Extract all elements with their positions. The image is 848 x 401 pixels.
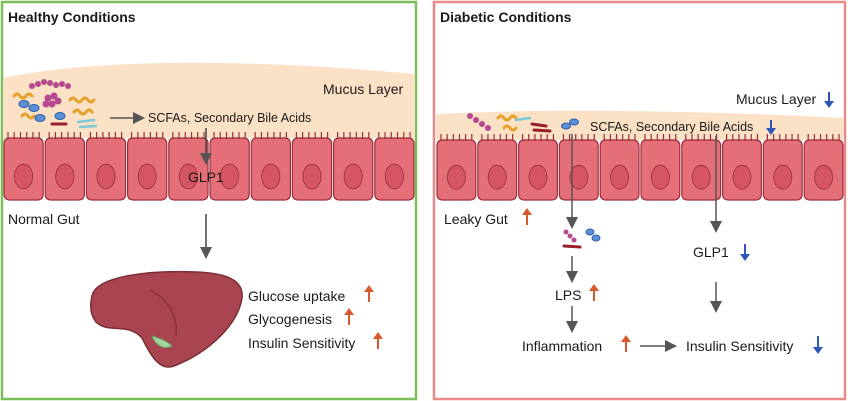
cell-nucleus (487, 164, 507, 190)
diabetic-metabolites-label: SCFAs, Secondary Bile Acids (590, 120, 753, 134)
microvilli (48, 132, 82, 139)
microvilli (213, 132, 246, 139)
up-arrow-icon (344, 308, 354, 325)
microvilli (644, 134, 677, 141)
lps-label: LPS (555, 287, 581, 303)
liver-illustration (90, 270, 243, 368)
healthy-metabolites-label: SCFAs, Secondary Bile Acids (148, 111, 311, 125)
diabetic-mucus-layer (436, 110, 844, 140)
cell-nucleus (14, 163, 34, 190)
cell-nucleus (651, 164, 670, 190)
cell-nucleus (447, 164, 466, 190)
microvilli (766, 134, 799, 141)
cell-nucleus (528, 164, 548, 190)
cell-nucleus (302, 163, 322, 190)
down-arrow-icon (813, 336, 823, 354)
healthy-epithelium (3, 132, 415, 201)
diabetic-microbiota (467, 113, 579, 133)
microvilli (172, 132, 205, 139)
up-arrow-icon (364, 285, 374, 302)
cell-nucleus (384, 163, 404, 190)
diabetic-title: Diabetic Conditions (440, 9, 572, 25)
leaky-gut-label: Leaky Gut (444, 211, 508, 227)
microvilli (254, 132, 287, 139)
up-arrow-icon (522, 208, 532, 225)
healthy-panel: Healthy Conditions Mucus Layer SCFAs, Se… (0, 0, 418, 401)
cell-nucleus (732, 164, 752, 190)
microvilli (481, 134, 514, 141)
healthy-title: Healthy Conditions (8, 9, 136, 25)
healthy-microbiota (12, 79, 98, 129)
microvilli (603, 134, 636, 141)
down-arrow-icon (766, 120, 776, 135)
cell-nucleus (691, 164, 711, 190)
effect-glucose-uptake: Glucose uptake (248, 288, 345, 304)
diabetic-insulin-label: Insulin Sensitivity (686, 338, 793, 354)
healthy-mucus-layer (3, 62, 415, 138)
down-arrow-icon (824, 92, 834, 108)
cell-nucleus (814, 164, 833, 190)
cell-nucleus (55, 163, 75, 190)
microvilli (562, 134, 595, 141)
microvilli (89, 132, 123, 139)
down-arrow-icon (740, 244, 750, 261)
cell-nucleus (178, 163, 198, 190)
up-arrow-icon (621, 335, 631, 352)
effect-insulin-sensitivity: Insulin Sensitivity (248, 335, 355, 351)
cell-nucleus (569, 164, 589, 190)
healthy-gut-label: Normal Gut (8, 211, 80, 227)
cell-nucleus (610, 164, 629, 190)
leaked-bacteria (562, 228, 601, 249)
diabetic-panel-border (432, 0, 847, 401)
microvilli (295, 132, 329, 139)
microvilli (7, 132, 40, 139)
diabetic-epithelium (436, 134, 844, 201)
up-arrow-icon (373, 332, 383, 349)
diabetic-mucus-label: Mucus Layer (736, 91, 816, 107)
microvilli (685, 134, 718, 141)
microvilli (337, 132, 370, 139)
microvilli (378, 132, 411, 139)
cell-nucleus (261, 163, 281, 190)
inflammation-label: Inflammation (522, 338, 602, 354)
microvilli (521, 134, 555, 141)
cell-nucleus (220, 163, 240, 190)
diabetic-glp1-label: GLP1 (693, 244, 729, 260)
microvilli (725, 134, 759, 141)
cell-nucleus (96, 163, 116, 190)
cell-nucleus (137, 163, 157, 190)
effect-glycogenesis: Glycogenesis (248, 311, 332, 327)
healthy-mucus-label: Mucus Layer (323, 81, 403, 97)
diabetic-panel: Diabetic Conditions Mucus Layer SCFAs, S… (432, 0, 847, 401)
cell-nucleus (773, 164, 793, 190)
microvilli (131, 132, 164, 139)
cell-nucleus (343, 163, 363, 190)
up-arrow-icon (589, 284, 599, 301)
microvilli (440, 134, 473, 141)
microvilli (807, 134, 840, 141)
healthy-glp1-label: GLP1 (188, 169, 224, 185)
